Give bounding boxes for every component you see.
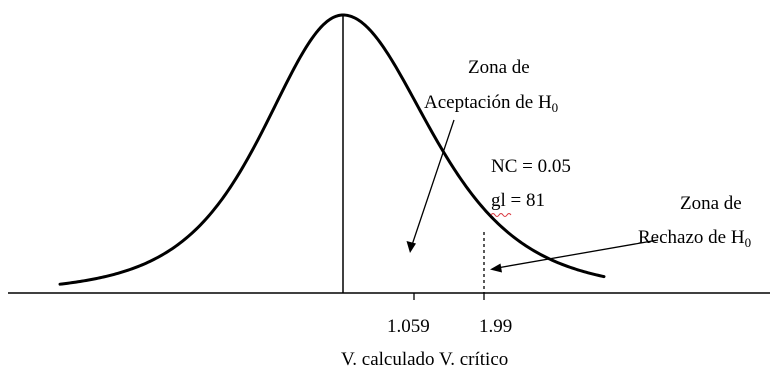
gl-value: = 81	[506, 190, 545, 211]
rejection-zone-subscript: 0	[745, 235, 752, 250]
axis-caption: V. calculado V. crítico	[341, 349, 508, 370]
acceptance-zone-label-line2: Aceptación de H0	[424, 92, 558, 115]
acceptance-zone-label-line1: Zona de	[468, 57, 530, 78]
rejection-zone-label-line1: Zona de	[680, 193, 742, 214]
nc-label: NC = 0.05	[491, 156, 571, 177]
bell-curve	[58, 13, 606, 286]
spellcheck-underline	[490, 213, 512, 217]
gl-label: gl = 81	[491, 190, 545, 211]
rejection-arrow	[490, 239, 659, 273]
critical-value-label: 1.99	[479, 316, 512, 337]
gl-key: gl	[491, 190, 506, 211]
calculated-value-label: 1.059	[387, 316, 430, 337]
acceptance-arrow	[406, 119, 455, 253]
acceptance-zone-subscript: 0	[552, 100, 559, 115]
rejection-zone-label-line2: Rechazo de H0	[638, 227, 751, 250]
